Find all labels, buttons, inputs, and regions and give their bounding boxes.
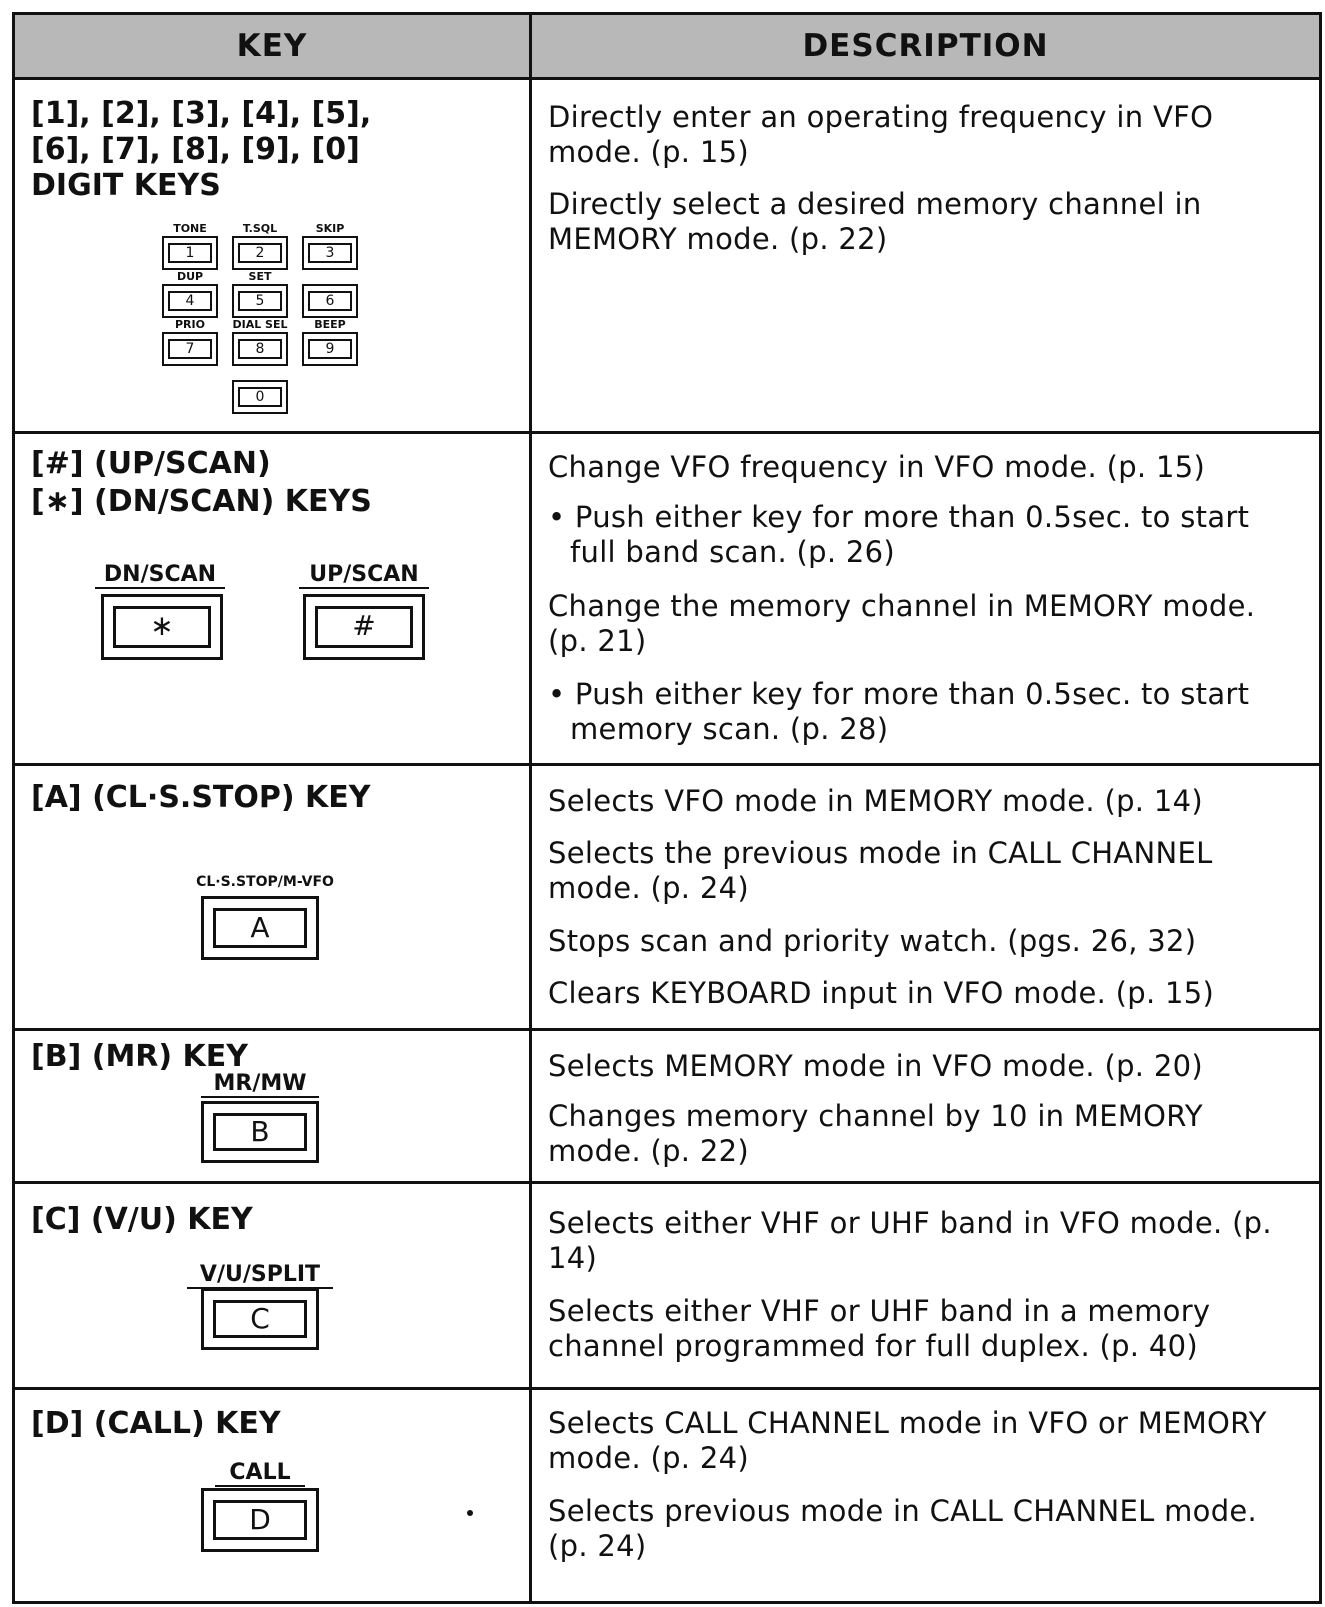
key-label: T.SQL <box>242 222 278 235</box>
description-cell: Selects either VHF or UHF band in VFO mo… <box>532 1184 1319 1387</box>
key-title-line: [#] (UP/SCAN) <box>31 446 271 481</box>
digit-key-6[interactable]: 6 <box>302 284 358 318</box>
key-title-line: [D] (CALL) KEY <box>31 1406 281 1441</box>
description-text: Selects MEMORY mode in VFO mode. (p. 20) <box>548 1049 1203 1083</box>
row-divider <box>15 1387 1319 1390</box>
digit-key-0[interactable]: 0 <box>232 380 288 414</box>
description-cell: Selects MEMORY mode in VFO mode. (p. 20)… <box>532 1031 1319 1181</box>
key-cell: [C] (V/U) KEY V/U/SPLIT C <box>15 1184 529 1387</box>
button-label: CALL <box>215 1460 305 1487</box>
key-title-line: [∗] (DN/SCAN) KEYS <box>31 484 372 519</box>
key-title-line: [1], [2], [3], [4], [5], <box>31 96 372 131</box>
column-divider <box>529 15 532 1601</box>
key-title-line: DIGIT KEYS <box>31 168 221 203</box>
key-cell: [1], [2], [3], [4], [5], [6], [7], [8], … <box>15 80 529 431</box>
table-row-d-key: [D] (CALL) KEY CALL D Selects CALL CHANN… <box>15 1390 1319 1607</box>
digit-key-7[interactable]: 7 <box>162 332 218 366</box>
description-text: Selects CALL CHANNEL mode in VFO or MEMO… <box>548 1406 1267 1475</box>
description-text: Directly select a desired memory channel… <box>548 187 1202 256</box>
header-key: KEY <box>236 28 308 64</box>
key-label: PRIO <box>175 318 205 331</box>
dn-scan-key[interactable]: ∗ <box>101 594 223 660</box>
key-label: DUP <box>176 270 204 283</box>
key-label: BEEP <box>314 318 346 331</box>
digit-key-4[interactable]: 4 <box>162 284 218 318</box>
digit-key-2[interactable]: 2 <box>232 236 288 270</box>
description-cell: Selects CALL CHANNEL mode in VFO or MEMO… <box>532 1390 1319 1607</box>
d-key[interactable]: D <box>201 1488 319 1552</box>
dot-mark <box>467 1510 473 1516</box>
row-divider <box>15 1028 1319 1031</box>
description-cell: Directly enter an operating frequency in… <box>532 80 1319 431</box>
button-label: CL·S.STOP/M-VFO <box>196 874 334 890</box>
description-text: Selects VFO mode in MEMORY mode. (p. 14) <box>548 784 1203 818</box>
c-key[interactable]: C <box>201 1288 319 1350</box>
table-row-b-key: [B] (MR) KEY MR/MW B Selects MEMORY mode… <box>15 1031 1319 1181</box>
button-label: MR/MW <box>201 1071 319 1098</box>
key-cell: [A] (CL·S.STOP) KEY CL·S.STOP/M-VFO A <box>15 766 529 1028</box>
row-divider <box>15 431 1319 434</box>
a-key[interactable]: A <box>201 896 319 960</box>
digit-key-9[interactable]: 9 <box>302 332 358 366</box>
digit-key-5[interactable]: 5 <box>232 284 288 318</box>
key-title-line: [A] (CL·S.STOP) KEY <box>31 780 371 815</box>
table-row-digit-keys: [1], [2], [3], [4], [5], [6], [7], [8], … <box>15 80 1319 431</box>
row-divider <box>15 763 1319 766</box>
key-description-table: KEY DESCRIPTION [1], [2], [3], [4], [5],… <box>12 12 1322 1604</box>
button-label: UP/SCAN <box>299 562 429 589</box>
key-label: SKIP <box>315 222 345 235</box>
table-row-a-key: [A] (CL·S.STOP) KEY CL·S.STOP/M-VFO A Se… <box>15 766 1319 1028</box>
digit-key-3[interactable]: 3 <box>302 236 358 270</box>
description-text: Selects either VHF or UHF band in a memo… <box>548 1294 1211 1363</box>
description-text: Change VFO frequency in VFO mode. (p. 15… <box>548 450 1206 484</box>
key-label: DIAL SEL <box>232 318 288 331</box>
description-cell: Change VFO frequency in VFO mode. (p. 15… <box>532 434 1319 763</box>
button-label: DN/SCAN <box>95 562 225 589</box>
table-row-scan-keys: [#] (UP/SCAN) [∗] (DN/SCAN) KEYS DN/SCAN… <box>15 434 1319 763</box>
key-cell: [D] (CALL) KEY CALL D <box>15 1390 529 1607</box>
digit-key-1[interactable]: 1 <box>162 236 218 270</box>
key-label: TONE <box>173 222 207 235</box>
key-label: SET <box>248 270 272 283</box>
description-text: Stops scan and priority watch. (pgs. 26,… <box>548 924 1197 958</box>
digit-key-8[interactable]: 8 <box>232 332 288 366</box>
description-text: Selects the previous mode in CALL CHANNE… <box>548 836 1213 905</box>
table-row-c-key: [C] (V/U) KEY V/U/SPLIT C Selects either… <box>15 1184 1319 1387</box>
key-cell: [B] (MR) KEY MR/MW B <box>15 1031 529 1181</box>
header-description: DESCRIPTION <box>802 28 1049 64</box>
b-key[interactable]: B <box>201 1101 319 1163</box>
key-cell: [#] (UP/SCAN) [∗] (DN/SCAN) KEYS DN/SCAN… <box>15 434 529 763</box>
description-cell: Selects VFO mode in MEMORY mode. (p. 14)… <box>532 766 1319 1028</box>
button-label: V/U/SPLIT <box>187 1262 333 1289</box>
key-title-line: [6], [7], [8], [9], [0] <box>31 132 360 167</box>
up-scan-key[interactable]: # <box>303 594 425 660</box>
key-title-line: [C] (V/U) KEY <box>31 1202 253 1237</box>
description-text: Clears KEYBOARD input in VFO mode. (p. 1… <box>548 976 1215 1010</box>
description-text: Selects previous mode in CALL CHANNEL mo… <box>548 1494 1258 1563</box>
table-header: KEY DESCRIPTION <box>15 15 1319 80</box>
key-title-line: [B] (MR) KEY <box>31 1039 249 1074</box>
description-text: Directly enter an operating frequency in… <box>548 100 1214 169</box>
description-text: Changes memory channel by 10 in MEMORY m… <box>548 1099 1203 1168</box>
description-bullet: • Push either key for more than 0.5sec. … <box>548 500 1250 569</box>
description-text: Change the memory channel in MEMORY mode… <box>548 589 1256 658</box>
description-bullet: • Push either key for more than 0.5sec. … <box>548 677 1250 746</box>
description-text: Selects either VHF or UHF band in VFO mo… <box>548 1206 1272 1275</box>
row-divider <box>15 1181 1319 1184</box>
